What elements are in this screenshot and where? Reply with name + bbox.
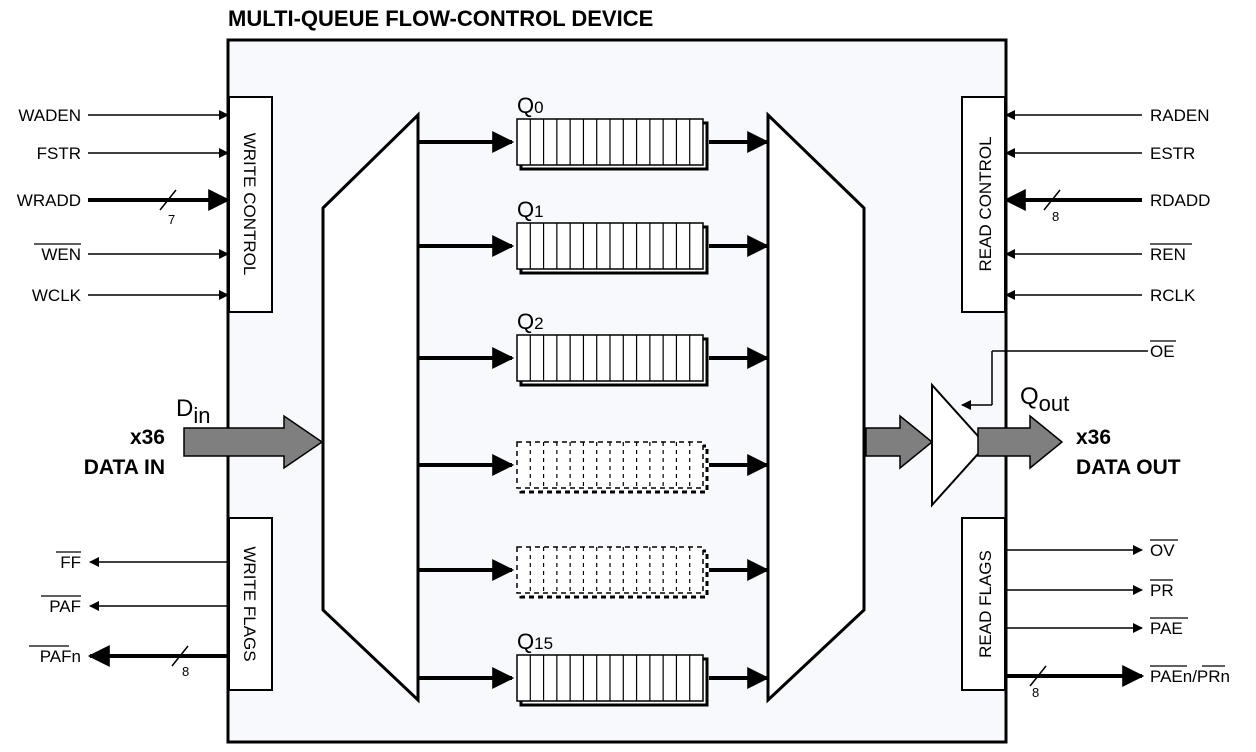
queue-row: Q0: [418, 93, 770, 171]
write-control-label: WRITE CONTROL: [240, 133, 259, 276]
wen-label: WEN: [41, 245, 81, 264]
paf-label: PAF: [49, 597, 81, 616]
raden-label: RADEN: [1150, 106, 1210, 125]
queue-row: Q15: [418, 629, 770, 707]
wradd-label: WRADD: [17, 191, 81, 210]
rdadd-bus-width: 8: [1052, 209, 1059, 224]
paen-prn-label: PAEn/PRn: [1150, 667, 1230, 686]
data-out-arrow: [977, 414, 1064, 470]
fstr-label: FSTR: [37, 144, 81, 163]
ff-label: FF: [60, 553, 81, 572]
write-input-labels: WADEN FSTR WRADD 7 WEN WCLK: [17, 106, 175, 305]
data-out-width: x36: [1076, 426, 1111, 449]
queue-row: [418, 546, 770, 599]
paen-prn-bus-width: 8: [1032, 685, 1039, 700]
waden-label: WADEN: [18, 106, 81, 125]
queue-buffer: [516, 441, 704, 489]
mux-to-buffer-arrow: [865, 414, 934, 470]
queue-buffer: [516, 546, 704, 594]
output-enable-signal: OE: [961, 340, 1176, 410]
input-demultiplexer: [321, 111, 420, 704]
data-in-symbol: Din: [176, 395, 210, 428]
queue-label: Q0: [517, 93, 544, 118]
write-flag-labels: FF PAF PAFn 8: [29, 551, 189, 679]
write-flags-block: WRITE FLAGS: [228, 517, 273, 691]
ov-label: OV: [1150, 541, 1175, 560]
write-control-block: WRITE CONTROL: [228, 96, 273, 313]
read-flag-labels: OV PR PAE PAEn/PRn 8: [1032, 539, 1230, 700]
device-title: MULTI-QUEUE FLOW-CONTROL DEVICE: [228, 6, 653, 31]
data-in-label: DATA IN: [84, 456, 165, 479]
read-flags-label: READ FLAGS: [976, 550, 995, 658]
rclk-label: RCLK: [1150, 286, 1196, 305]
wradd-bus-width: 7: [168, 212, 175, 227]
queue-label: Q2: [517, 309, 544, 334]
read-control-block: READ CONTROL: [961, 96, 1006, 313]
queue-row: Q1: [418, 197, 770, 275]
ren-label: REN: [1150, 245, 1186, 264]
read-input-labels: RADEN ESTR RDADD 8 REN RCLK: [1052, 106, 1210, 305]
data-out-symbol: Qout: [1020, 383, 1069, 416]
queue-label: Q15: [517, 629, 553, 654]
rdadd-label: RDADD: [1150, 191, 1210, 210]
write-input-arrows: [88, 110, 231, 300]
read-flag-arrows: [1006, 545, 1145, 687]
output-multiplexer: [766, 111, 866, 704]
queue-row: [418, 441, 770, 494]
pae-label: PAE: [1150, 619, 1183, 638]
output-buffer: [931, 382, 988, 508]
oe-label: OE: [1150, 342, 1175, 361]
queue-label: Q1: [517, 197, 544, 222]
wclk-label: WCLK: [32, 286, 82, 305]
read-flags-block: READ FLAGS: [961, 517, 1006, 691]
read-input-arrows: [1003, 110, 1142, 300]
write-flag-arrows: [87, 557, 228, 667]
write-flags-label: WRITE FLAGS: [240, 546, 259, 661]
pr-label: PR: [1150, 581, 1174, 600]
read-control-label: READ CONTROL: [976, 136, 995, 271]
queue-row: Q2: [418, 309, 770, 387]
estr-label: ESTR: [1150, 144, 1195, 163]
pafn-bus-width: 8: [182, 664, 189, 679]
data-in-arrow: [183, 414, 324, 470]
data-out-label: DATA OUT: [1076, 456, 1181, 479]
data-in-width: x36: [130, 426, 165, 449]
pafn-label: PAFn: [40, 647, 81, 666]
